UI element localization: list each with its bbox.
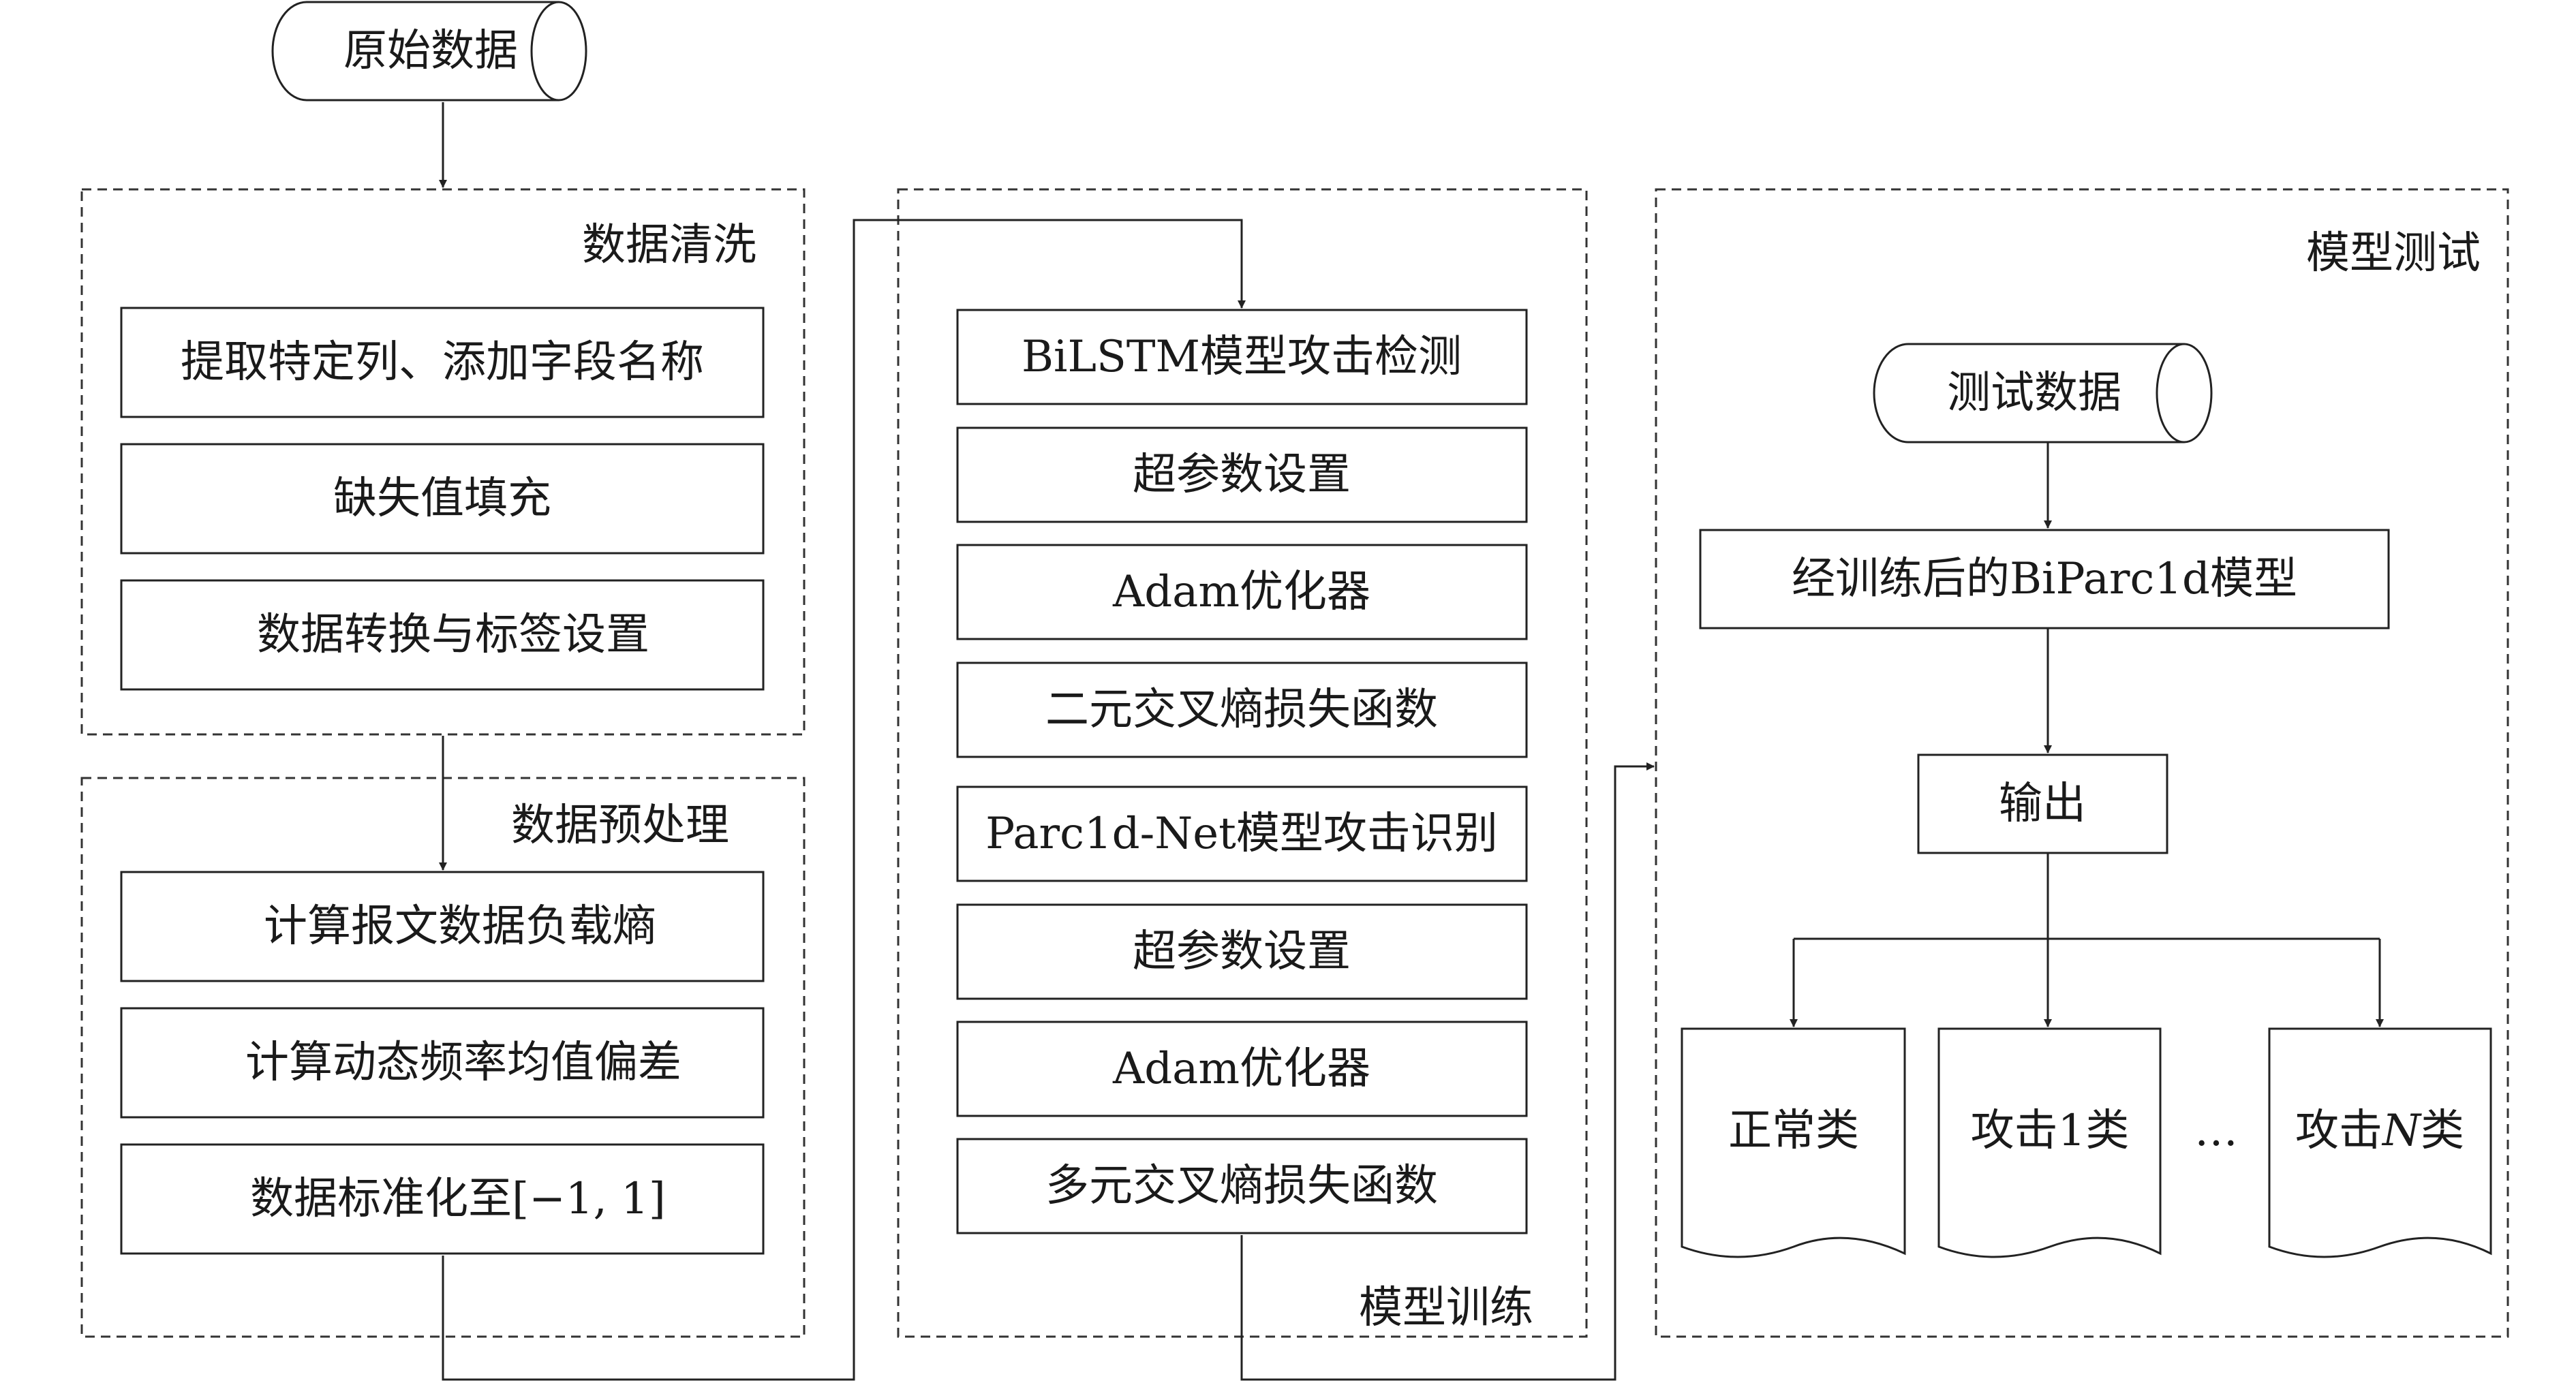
training-step: 超参数设置: [956, 903, 1528, 1000]
training-step: 二元交叉熵损失函数: [956, 662, 1528, 758]
connector-output-branch: [1794, 853, 2380, 940]
cleaning-step-label: 提取特定列、添加字段名称: [181, 337, 704, 388]
class-attack-n-label: 攻击N类: [2295, 1106, 2464, 1156]
start-label: 原始数据: [343, 26, 518, 76]
cleaning-step: 缺失值填充: [120, 443, 765, 555]
connector-preprocessing-to-training: [442, 219, 1246, 1381]
cleaning-step-label: 缺失值填充: [333, 473, 551, 524]
preprocessing-step-label: 数据标准化至[−1, 1]: [250, 1174, 666, 1224]
trained-model-node: 经训练后的BiParc1d模型: [1699, 529, 2390, 629]
class-ellipsis: …: [2194, 1106, 2238, 1156]
output-node: 输出: [1917, 753, 2168, 854]
training-group-title: 模型训练: [1359, 1283, 1533, 1333]
training-step: Parc1d-Net模型攻击识别: [956, 785, 1528, 882]
class-normal-label: 正常类: [1728, 1106, 1859, 1156]
cleaning-step-label: 数据转换与标签设置: [257, 610, 649, 660]
class-document-attack-n: 攻击N类: [2268, 1027, 2492, 1258]
training-step-label: Adam优化器: [1112, 1044, 1370, 1094]
training-step-label: 超参数设置: [1133, 450, 1351, 500]
class-attack-1-label: 攻击1类: [1971, 1106, 2130, 1156]
test-data-label: 测试数据: [1947, 368, 2121, 418]
preprocessing-step: 数据标准化至[−1, 1]: [120, 1143, 765, 1255]
training-step-label: Parc1d-Net模型攻击识别: [985, 809, 1498, 859]
cleaning-group-title: 数据清洗: [582, 220, 756, 270]
training-step-label: 超参数设置: [1133, 927, 1351, 977]
cleaning-group: [80, 188, 806, 736]
preprocessing-step-label: 计算动态频率均值偏差: [245, 1038, 681, 1088]
cleaning-step: 数据转换与标签设置: [120, 579, 765, 691]
preprocessing-step-label: 计算报文数据负载熵: [264, 901, 656, 952]
test-data-terminal-node: 测试数据: [1873, 343, 2213, 443]
training-step: Adam优化器: [956, 1021, 1528, 1117]
cleaning-step: 提取特定列、添加字段名称: [120, 307, 765, 418]
testing-group: [1655, 188, 2509, 1338]
training-step-label: 多元交叉熵损失函数: [1045, 1161, 1438, 1211]
trained-model-label: 经训练后的BiParc1d模型: [1792, 554, 2297, 604]
training-step: Adam优化器: [956, 544, 1528, 640]
training-step: 多元交叉熵损失函数: [956, 1138, 1528, 1234]
training-step-label: BiLSTM模型攻击检测: [1022, 332, 1462, 382]
training-step: 超参数设置: [956, 426, 1528, 523]
preprocessing-group-title: 数据预处理: [511, 800, 729, 851]
training-step-label: Adam优化器: [1112, 567, 1370, 617]
output-label: 输出: [1999, 779, 2086, 829]
testing-group-title: 模型测试: [2306, 228, 2481, 279]
connector-training-to-testing: [1240, 762, 1655, 1381]
preprocessing-step: 计算报文数据负载熵: [120, 871, 765, 982]
training-step-label: 二元交叉熵损失函数: [1045, 685, 1438, 735]
preprocessing-step: 计算动态频率均值偏差: [120, 1007, 765, 1119]
class-document-normal: 正常类: [1681, 1027, 1906, 1258]
class-document-attack-1: 攻击1类: [1937, 1027, 2162, 1258]
training-step: BiLSTM模型攻击检测: [956, 309, 1528, 405]
start-terminal-node: 原始数据: [271, 1, 587, 102]
